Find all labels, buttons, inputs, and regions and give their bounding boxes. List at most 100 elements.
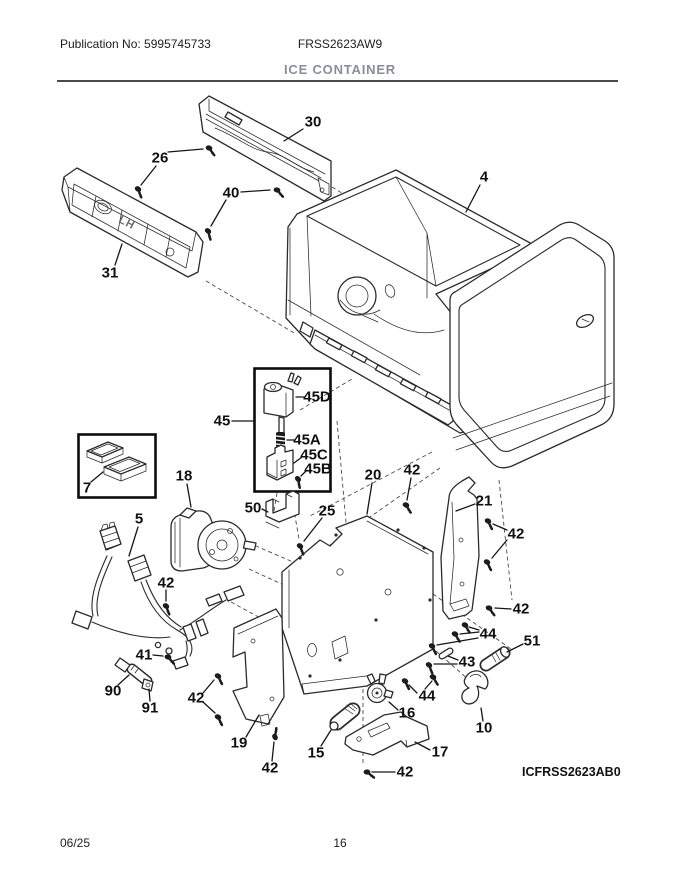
leader-line	[303, 517, 323, 542]
leader-line	[90, 471, 104, 483]
leader-line	[366, 482, 373, 515]
part-19-plate	[232, 608, 285, 727]
leader-line	[300, 470, 307, 477]
screw-icon	[271, 185, 286, 199]
callout-43: 43	[459, 654, 476, 671]
callout-42: 42	[513, 601, 530, 618]
screw-icon	[398, 676, 415, 691]
leader-line	[202, 679, 215, 694]
leader-line	[271, 741, 275, 762]
screw-icon	[362, 768, 376, 780]
screw-icon	[480, 557, 497, 572]
callout-45D: 45D	[303, 389, 331, 406]
leader-line	[506, 643, 524, 653]
leader-line	[245, 714, 260, 738]
leader-line	[210, 199, 227, 227]
leader-line	[261, 508, 269, 513]
leader-line	[468, 626, 480, 631]
header-rule	[57, 80, 618, 82]
callout-4: 4	[480, 169, 489, 186]
callout-25: 25	[319, 503, 336, 520]
leader-line	[447, 655, 459, 661]
callout-90: 90	[105, 683, 122, 700]
screw-icon	[130, 183, 147, 200]
part-10-hook	[461, 670, 489, 705]
callout-10: 10	[476, 720, 493, 737]
leader-line	[148, 688, 151, 702]
callout-44: 44	[419, 688, 436, 705]
page-title: ICE CONTAINER	[284, 62, 396, 77]
callout-26: 26	[152, 150, 169, 167]
callout-19: 19	[231, 735, 248, 752]
callout-42: 42	[262, 760, 279, 777]
leader-line	[465, 184, 481, 213]
callout-42: 42	[188, 690, 205, 707]
leader-line	[494, 607, 512, 610]
callout-42: 42	[397, 764, 414, 781]
screw-icon	[482, 603, 499, 617]
callout-45: 45	[214, 413, 231, 430]
leader-line	[491, 539, 508, 559]
part-45d-solenoid	[263, 372, 302, 435]
callout-20: 20	[365, 467, 382, 484]
callout-41: 41	[136, 647, 153, 664]
leader-line	[186, 483, 192, 508]
leader-line	[293, 456, 303, 464]
screw-icon	[158, 600, 175, 617]
screw-icon	[211, 671, 228, 686]
leader-line	[424, 680, 433, 690]
footer-page-number: 16	[333, 836, 347, 850]
leader-line	[128, 526, 139, 557]
part-43-pin	[438, 647, 454, 660]
leader-line	[117, 674, 130, 686]
publication-number: Publication No: 5995745733	[60, 37, 211, 51]
callout-51: 51	[524, 633, 541, 650]
part-50-bracket	[265, 490, 300, 529]
part-17-bracket	[344, 711, 430, 756]
callout-21: 21	[476, 493, 493, 510]
leader-line	[388, 701, 399, 711]
screw-icon	[481, 516, 498, 531]
leader-line	[240, 189, 271, 193]
part-21-bracket	[440, 476, 480, 620]
callout-16: 16	[399, 705, 416, 722]
leader-line	[202, 701, 216, 714]
callout-42: 42	[158, 575, 175, 592]
part-15-cylinder	[329, 702, 361, 731]
callout-18: 18	[176, 468, 193, 485]
callout-42: 42	[508, 526, 525, 543]
leader-line	[455, 503, 476, 512]
part-4-ice-bin	[285, 169, 615, 469]
screw-icon	[200, 225, 217, 242]
part-51-roller	[479, 646, 511, 672]
leader-line	[406, 477, 412, 501]
leader-line	[436, 637, 479, 646]
leader-line	[152, 654, 164, 657]
part-20-plate	[281, 515, 434, 695]
callout-17: 17	[432, 744, 449, 761]
part-16-coupler	[366, 673, 394, 704]
callout-40: 40	[223, 185, 240, 202]
screw-icon	[267, 726, 284, 743]
screw-icon	[399, 500, 416, 515]
leader-line	[480, 707, 484, 722]
part-31-panel: LH	[61, 167, 204, 278]
part-18-motor	[170, 507, 257, 572]
leader-line	[114, 243, 123, 266]
part-45c-bracket	[266, 444, 294, 481]
callout-44: 44	[480, 626, 497, 643]
leader-line	[320, 729, 332, 747]
leader-line	[140, 165, 157, 186]
callout-7: 7	[83, 480, 91, 497]
screw-icon	[211, 712, 228, 727]
screw-icon	[421, 659, 438, 676]
model-number: FRSS2623AW9	[297, 37, 383, 51]
leader-line	[414, 741, 431, 751]
screw-icon	[162, 652, 177, 666]
callout-91: 91	[142, 700, 159, 717]
screw-icon	[202, 143, 219, 157]
callout-5: 5	[135, 511, 143, 528]
